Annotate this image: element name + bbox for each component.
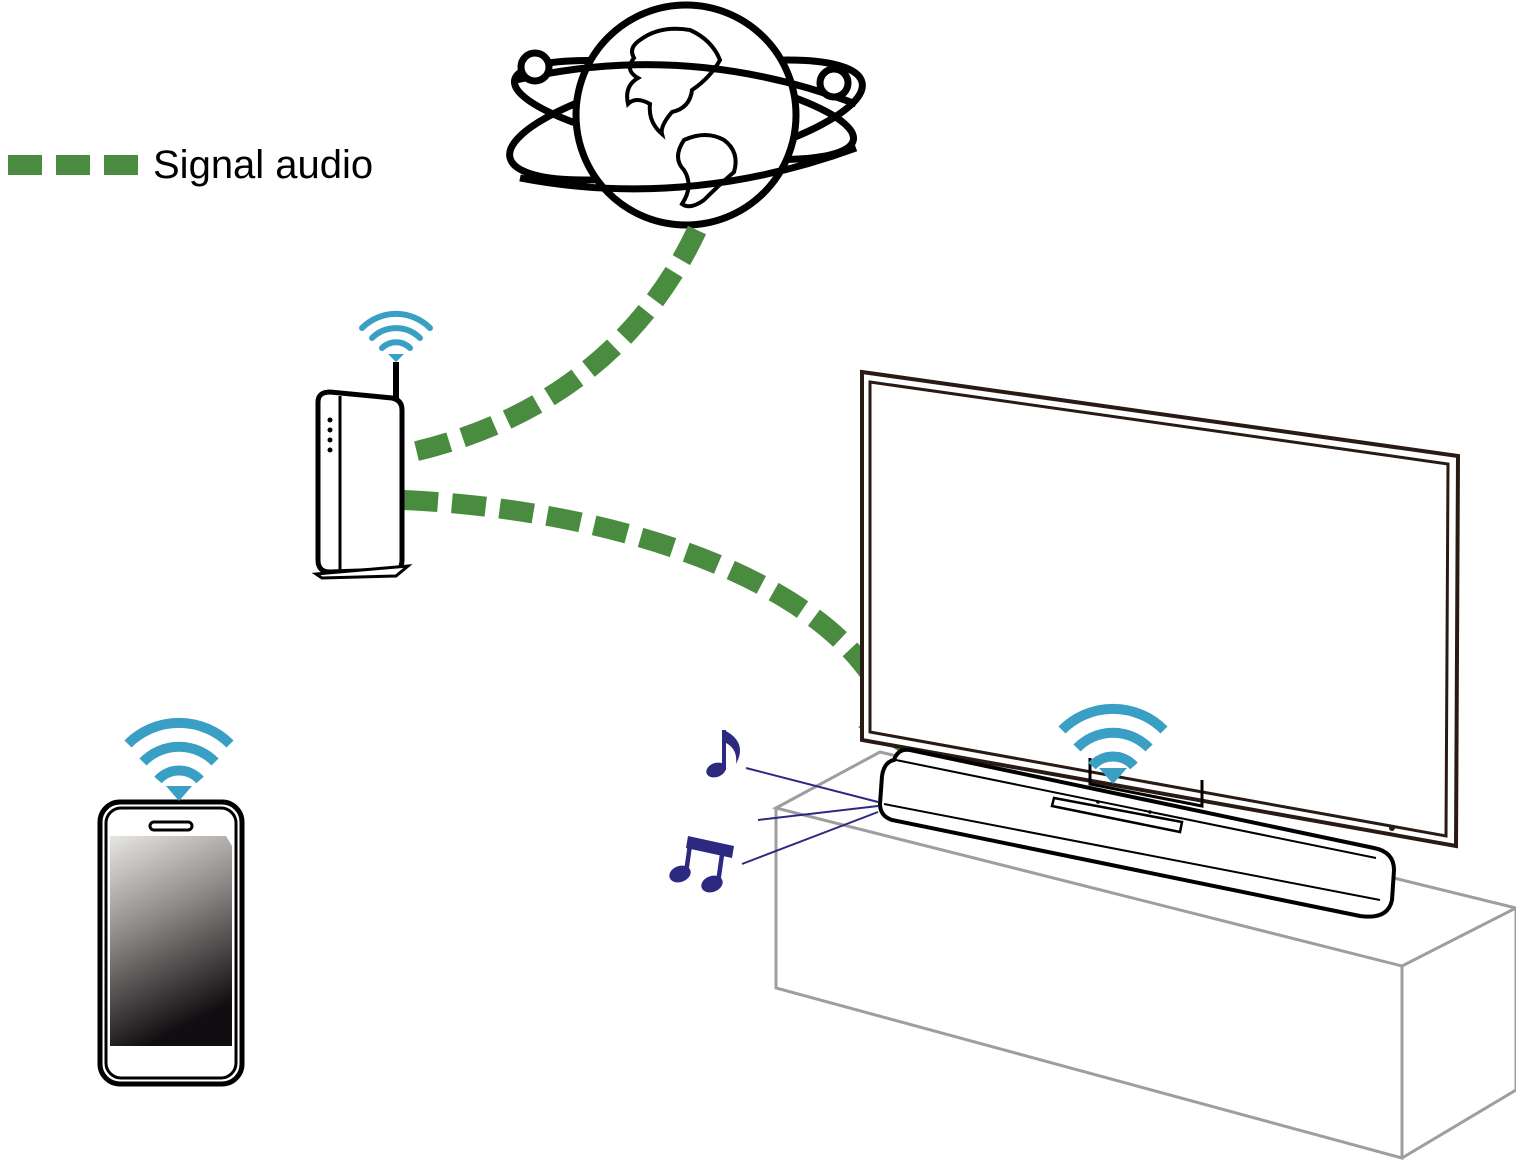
double-music-note-icon: [669, 836, 734, 893]
phone-wifi-icon: [124, 717, 234, 801]
soundbar-icon: [877, 747, 1397, 919]
sound-lines: [741, 767, 879, 865]
soundbar-wifi-icon: [1058, 703, 1168, 784]
signal-router-to-soundbar: [403, 490, 889, 695]
legend: Signal audio: [8, 143, 373, 187]
globe-with-orbits-icon: [506, 1, 866, 229]
router-icon: [311, 362, 413, 580]
legend-label: Signal audio: [153, 143, 373, 187]
phone-icon: [97, 799, 245, 1087]
router-wifi-icon: [359, 310, 433, 362]
signal-globe-to-router: [401, 225, 707, 464]
tv-cabinet: [771, 750, 1516, 1160]
tv-icon: [860, 369, 1461, 849]
music-note-icon: [706, 730, 740, 778]
